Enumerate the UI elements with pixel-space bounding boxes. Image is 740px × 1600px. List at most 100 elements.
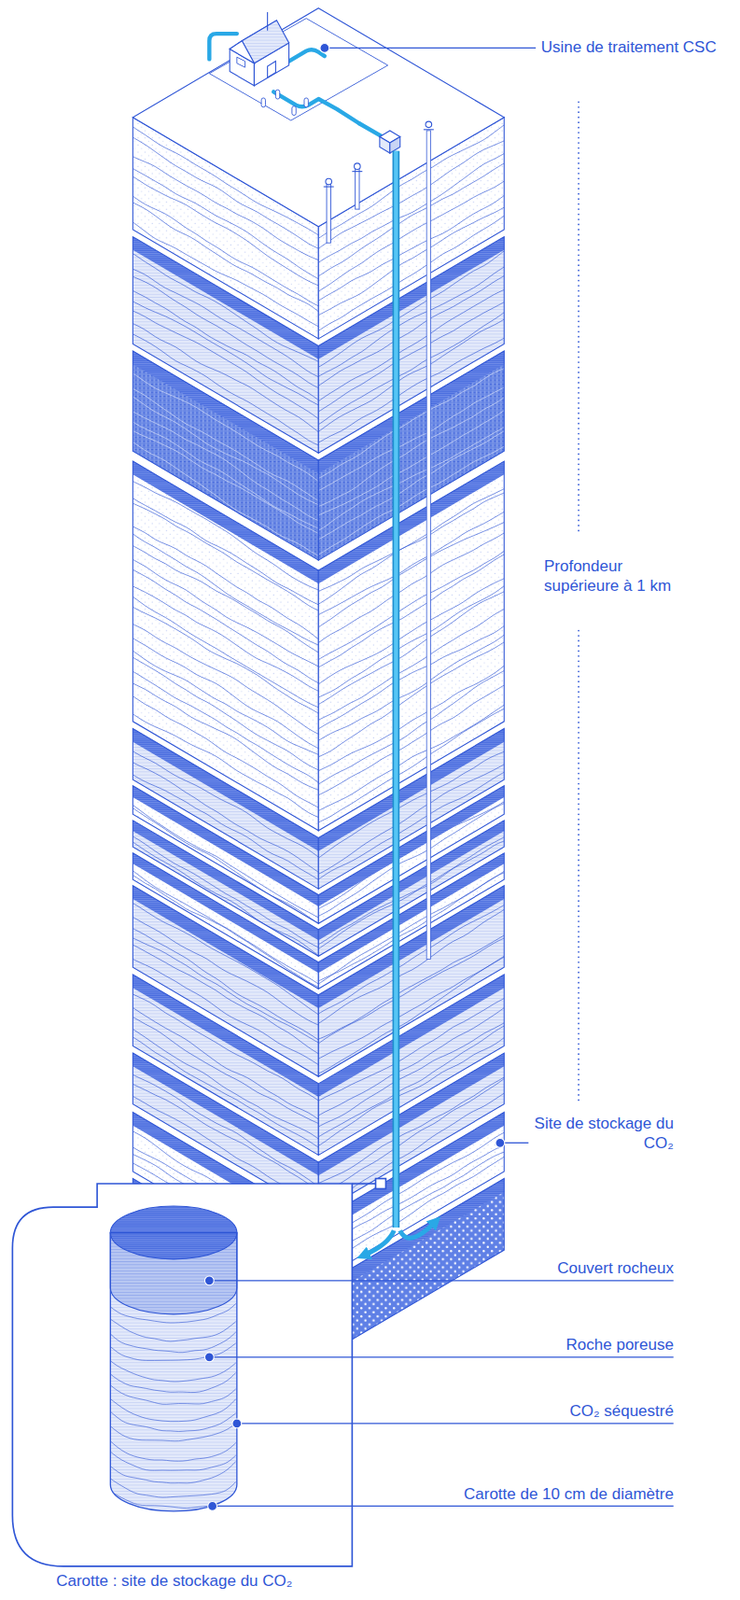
leader-line [324,47,536,49]
core-strata [105,1380,237,1405]
strata-line [125,476,320,590]
callout-label: Couvert rocheux [557,1258,674,1278]
tank [292,106,296,116]
strata-line [310,488,505,596]
tank [275,89,280,99]
layer-band [318,885,504,1008]
wells [323,121,435,1255]
well-bar [351,170,363,172]
depth-label: Profondeur supérieure à 1 km [544,557,694,596]
core-strata [105,1341,237,1360]
strata-line [125,631,320,748]
strata-line [125,249,320,363]
leader-line [209,1279,673,1281]
strata-line [125,265,320,377]
core-strata [105,1461,237,1483]
strata-line [310,521,505,633]
surface-face [132,8,504,227]
strata-line [125,528,320,645]
core-strata [105,1328,237,1353]
core-strata [105,1394,237,1422]
core-strata [105,1406,237,1431]
well-head [325,178,333,185]
tank [261,97,266,108]
surface [132,8,504,227]
leader-dot [208,1501,218,1511]
well-head [425,121,433,128]
wellhead [390,136,401,153]
plant-building [229,12,289,86]
strata-line [125,644,320,755]
strata-line [310,368,505,484]
strata-line [310,642,505,762]
depth-dotted-line [577,101,580,536]
strata-line [125,590,320,708]
callout-label: Roche poreuse [566,1335,674,1355]
injection-pipe [393,151,398,1228]
flow-arrow [400,1222,435,1239]
core-strata [105,1446,237,1470]
core-inset [12,1178,386,1566]
core-strata [105,1354,237,1382]
inset-caption: Carotte : site de stockage du CO₂ [55,1571,293,1591]
layer-band [132,350,319,474]
strata-line [125,553,320,667]
rock-column [125,117,505,1359]
layer-band [318,727,504,851]
layer-band [132,460,319,584]
well-bar [423,128,434,130]
strata-line [125,491,320,604]
strata-line [125,582,320,691]
antenna [266,12,268,31]
strata-line [310,634,505,745]
window [237,56,246,68]
leader-dot [232,1418,242,1428]
leader-dot [204,1275,214,1285]
flow-arrow [363,1229,394,1255]
callout-label: CO₂ séquestré [569,1401,673,1421]
monitoring-well [426,130,431,960]
core-strata [105,1421,237,1441]
layer-band [132,237,319,360]
strata-line [310,609,505,726]
well-post [326,183,331,243]
strata-line [310,591,505,710]
inset-frame [12,1183,352,1566]
door [267,61,277,78]
plant-label: Usine de traitement CSC [541,38,717,57]
inset-connector [351,1182,376,1185]
layer-band [132,727,319,851]
surface-pipe [273,91,360,124]
layer-band [132,885,319,1008]
strata-line [125,369,320,481]
core-strata [105,1314,237,1341]
strata-line [310,532,505,649]
layer-band [318,237,504,360]
core-strata [105,1473,237,1497]
strata-line [310,492,505,610]
layer-band [318,350,504,474]
strata-line [125,618,320,734]
callout-label: Carotte de 10 cm de diamètre [463,1484,674,1504]
sample-marker [376,1178,387,1189]
well-head [354,163,362,170]
leader-line [209,1355,673,1357]
leader-dot [204,1352,214,1362]
strata-line [310,554,505,672]
strata-line [310,626,505,736]
strata-line [125,521,320,640]
strata-line [310,578,505,690]
depth-dotted-line [577,630,580,1104]
well-post [355,167,360,210]
storage-label: Site de stockage du CO₂ [533,1114,674,1153]
leader-line [212,1505,674,1507]
wellhead [379,136,391,153]
strata-line [125,600,320,713]
leader-dot [320,42,330,53]
core-strata [105,1368,237,1392]
leader-dot [495,1137,505,1147]
well-bar [323,185,335,187]
surface-pipe [289,49,325,61]
core-outline [110,1231,238,1510]
